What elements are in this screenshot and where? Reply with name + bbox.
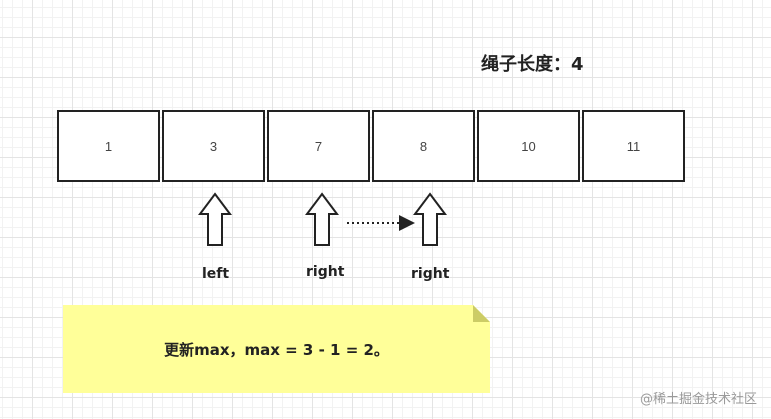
array-cell: 1 bbox=[57, 110, 160, 182]
array-cell: 3 bbox=[162, 110, 265, 182]
right-pointer-new-label: right bbox=[411, 266, 450, 282]
watermark: @稀土掘金技术社区 bbox=[639, 392, 757, 407]
right-pointer-old-label: right bbox=[306, 264, 345, 280]
update-note: 更新max，max = 3 - 1 = 2。 bbox=[63, 305, 490, 393]
array-cell: 8 bbox=[372, 110, 475, 182]
array-cell: 7 bbox=[267, 110, 370, 182]
number-array: 1 3 7 8 10 11 bbox=[57, 110, 685, 182]
left-pointer-label: left bbox=[202, 266, 230, 282]
array-cell: 10 bbox=[477, 110, 580, 182]
right-pointer-new-arrow-icon bbox=[413, 192, 447, 246]
array-cell: 11 bbox=[582, 110, 685, 182]
right-pointer-old-arrow-icon bbox=[305, 192, 339, 246]
update-note-text: 更新max，max = 3 - 1 = 2。 bbox=[164, 340, 389, 359]
rope-length-title: 绳子长度：4 bbox=[481, 54, 584, 75]
left-pointer-arrow-icon bbox=[198, 192, 232, 246]
